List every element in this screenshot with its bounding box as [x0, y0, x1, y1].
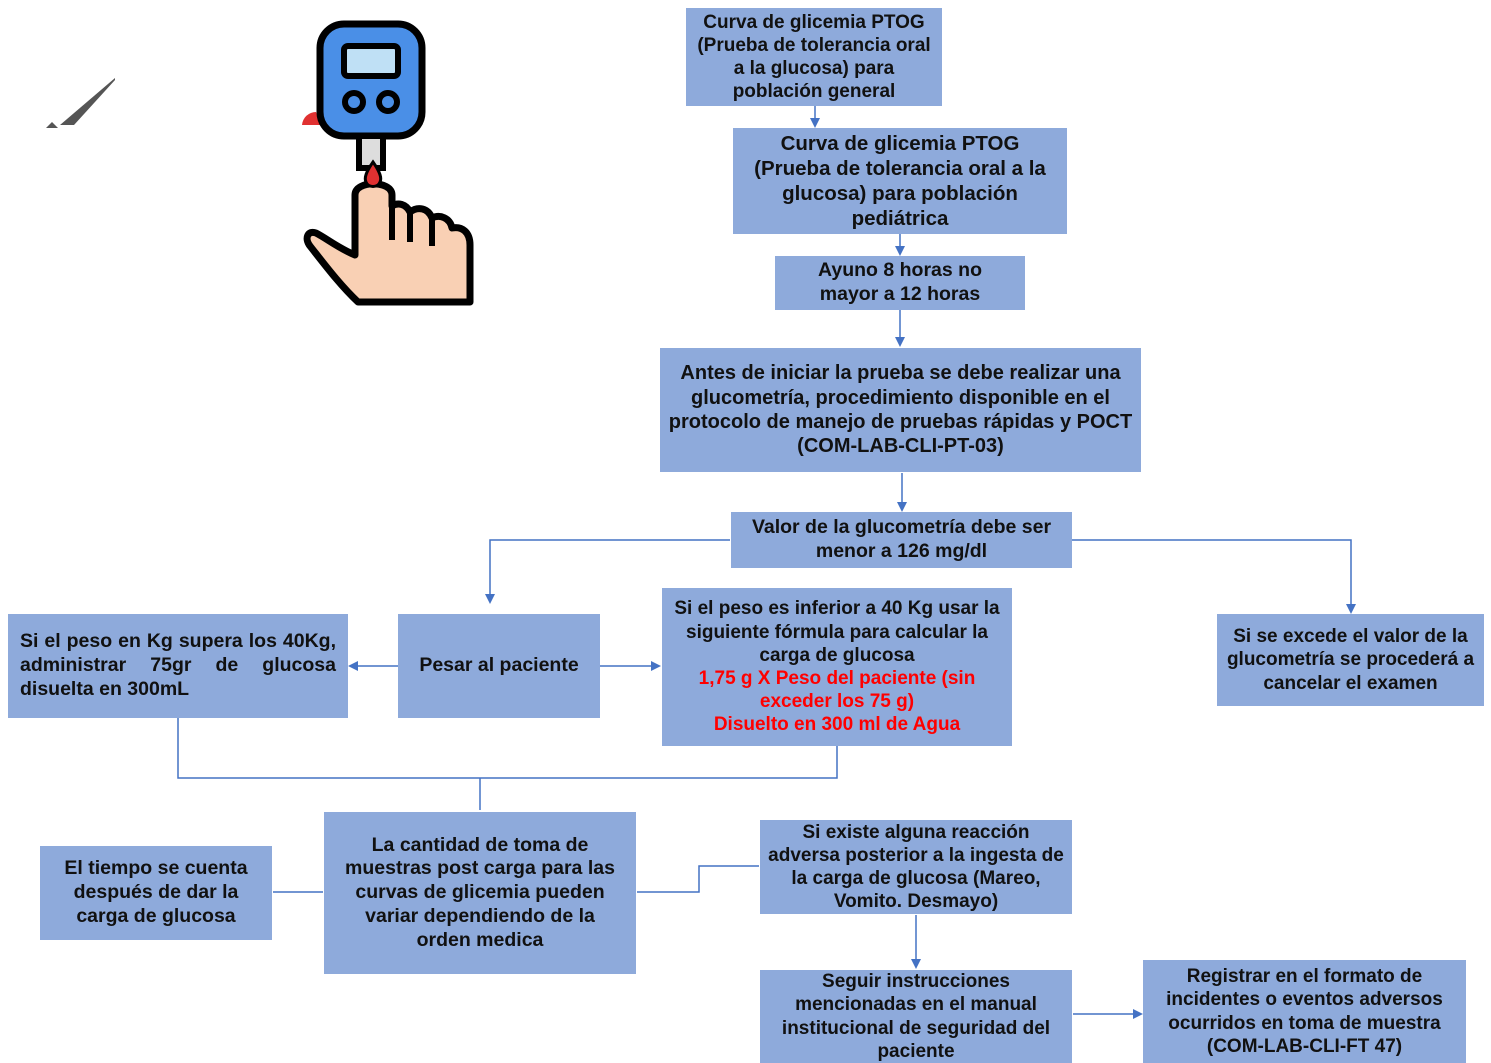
node-ptog-pediatric-text: Curva de glicemia PTOG (Prueba de tolera… [754, 132, 1046, 230]
node-time-count: El tiempo se cuenta después de dar la ca… [40, 846, 272, 940]
node-weight-under-40-formula: 1,75 g X Peso del paciente (sin exceder … [698, 668, 976, 713]
node-glucometry-before: Antes de iniciar la prueba se debe reali… [660, 348, 1141, 472]
node-ptog-pediatric: Curva de glicemia PTOG (Prueba de tolera… [733, 128, 1067, 234]
node-glucometry-before-text: Antes de iniciar la prueba se debe reali… [668, 362, 1133, 458]
line-n10-n12 [637, 865, 759, 893]
node-glucometry-value: Valor de la glucometría debe ser menor a… [731, 512, 1072, 568]
glucometer-finger-icon [302, 20, 474, 306]
node-weight-under-40-intro: Si el peso es inferior a 40 Kg usar la s… [674, 598, 1000, 666]
check-mark-icon [46, 78, 115, 128]
node-fasting: Ayuno 8 horas no mayor a 12 horas [775, 256, 1025, 310]
node-adverse-reaction-text: Si existe alguna reacción adversa poster… [768, 821, 1064, 913]
node-fasting-text: Ayuno 8 horas no mayor a 12 horas [818, 259, 982, 305]
node-follow-instructions-text: Seguir instrucciones mencionadas en el m… [781, 971, 1051, 1062]
node-weight-under-40-dilution: Disuelto en 300 ml de Agua [713, 714, 961, 736]
node-weight-over-40-text: Si el peso en Kg supera los 40Kg, admini… [20, 630, 336, 700]
node-cancel-exam: Si se excede el valor de la glucometría … [1217, 614, 1484, 706]
node-follow-instructions: Seguir instrucciones mencionadas en el m… [760, 970, 1072, 1063]
node-time-count-text: El tiempo se cuenta después de dar la ca… [64, 857, 248, 927]
node-weigh-patient-text: Pesar al paciente [419, 654, 579, 677]
arrow-n5-n9 [1072, 539, 1356, 614]
node-register-incident-text: Registrar en el formato de incidentes o … [1166, 966, 1443, 1057]
node-weight-under-40: Si el peso es inferior a 40 Kg usar la s… [662, 588, 1012, 746]
node-adverse-reaction: Si existe alguna reacción adversa poster… [760, 820, 1072, 914]
node-sample-count-text: La cantidad de toma de muestras post car… [345, 833, 615, 951]
node-sample-count: La cantidad de toma de muestras post car… [324, 812, 636, 974]
node-register-incident: Registrar en el formato de incidentes o … [1143, 960, 1466, 1063]
node-weigh-patient: Pesar al paciente [398, 614, 600, 718]
node-weight-over-40: Si el peso en Kg supera los 40Kg, admini… [8, 614, 348, 718]
node-cancel-exam-text: Si se excede el valor de la glucometría … [1226, 626, 1475, 694]
node-glucometry-value-text: Valor de la glucometría debe ser menor a… [751, 516, 1052, 562]
node-ptog-general-text: Curva de glicemia PTOG (Prueba de tolera… [697, 11, 931, 103]
node-ptog-general: Curva de glicemia PTOG (Prueba de tolera… [686, 8, 942, 106]
